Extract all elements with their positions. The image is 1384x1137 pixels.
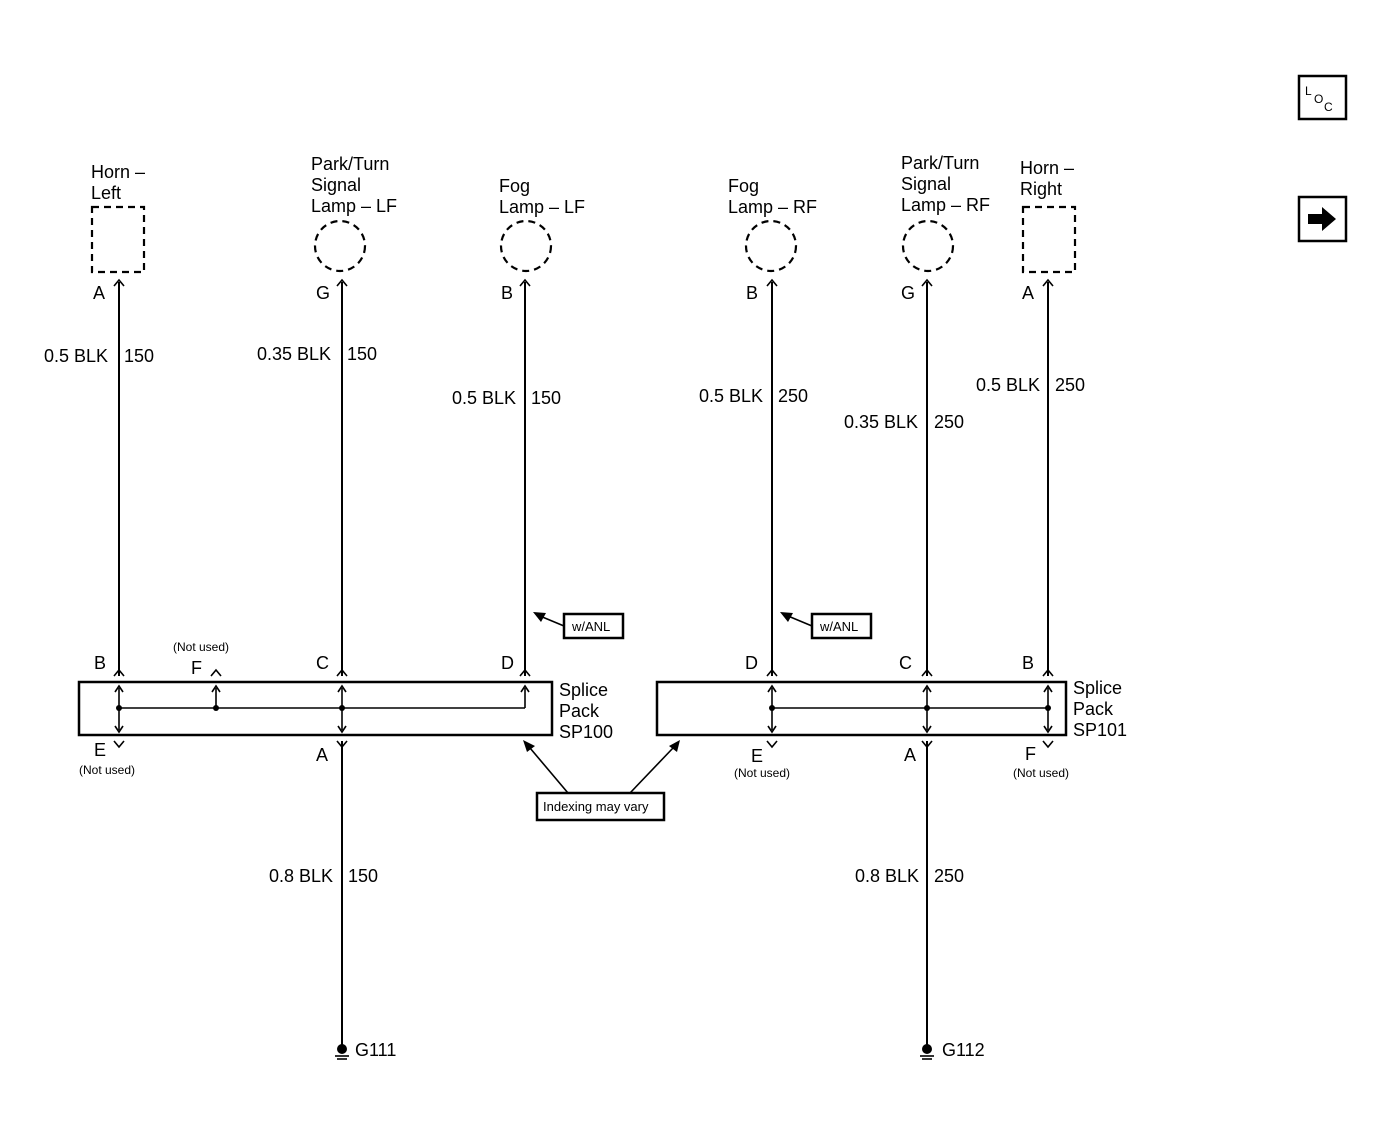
park-turn-lf-lamp-symbol	[313, 219, 367, 273]
sp101-e-not-used: (Not used)	[734, 766, 790, 780]
horn-right-component: Horn – Right A	[1020, 158, 1077, 303]
fog-lf-title-2: Lamp – LF	[499, 197, 585, 217]
horn-right-title-1: Horn –	[1020, 158, 1074, 178]
park-turn-lf-title-3: Lamp – LF	[311, 196, 397, 216]
sp101-title-1: Splice	[1073, 678, 1122, 698]
park-turn-lf-title-2: Signal	[311, 175, 361, 195]
sp101-f-not-used: (Not used)	[1013, 766, 1069, 780]
park-turn-rf-title-3: Lamp – RF	[901, 195, 990, 215]
splice-pack-sp100-body	[77, 680, 554, 737]
sp100-pin-f: F	[191, 658, 202, 678]
sp100-title-3: SP100	[559, 722, 613, 742]
park-turn-lamp-lf-component: Park/Turn Signal Lamp – LF G	[311, 154, 397, 303]
loc-letter-l: L	[1305, 84, 1312, 98]
fog-lf-title-1: Fog	[499, 176, 530, 196]
sp101-pin-d: D	[745, 653, 758, 673]
wire-ground-left-circuit: 150	[348, 866, 378, 886]
wire-park-turn-rf-circuit: 250	[934, 412, 964, 432]
indexing-callout: Indexing may vary	[523, 740, 680, 822]
wire-ground-right-circuit: 250	[934, 866, 964, 886]
splice-pack-sp101-body	[655, 680, 1068, 737]
fog-lamp-lf-component: Fog Lamp – LF B	[499, 176, 585, 303]
wire-park-turn-rf-gauge: 0.35 BLK	[844, 412, 918, 432]
wire-park-turn-lf-circuit: 150	[347, 344, 377, 364]
park-turn-lf-pin: G	[316, 283, 330, 303]
sp100-pin-c: C	[316, 653, 329, 673]
park-turn-lf-title-1: Park/Turn	[311, 154, 389, 174]
park-turn-rf-pin: G	[901, 283, 915, 303]
wire-fog-lf-gauge: 0.5 BLK	[452, 388, 516, 408]
loc-button[interactable]: L O C	[1297, 74, 1348, 121]
loc-letter-c: C	[1324, 100, 1333, 114]
w-anl-right-label: w/ANL	[819, 619, 858, 634]
sp100-pin-d: D	[501, 653, 514, 673]
sp100-pin-a: A	[316, 745, 328, 765]
sp100-title-2: Pack	[559, 701, 600, 721]
sp101-title-3: SP101	[1073, 720, 1127, 740]
sp101-pin-f: F	[1025, 744, 1036, 764]
horn-left-symbol	[90, 205, 146, 274]
horn-left-pin: A	[93, 283, 105, 303]
fog-lf-lamp-symbol	[499, 219, 553, 273]
park-turn-lamp-rf-component: Park/Turn Signal Lamp – RF G	[901, 153, 990, 303]
indexing-label: Indexing may vary	[543, 799, 649, 814]
sp100-pin-e: E	[94, 740, 106, 760]
right-arrow-icon	[1308, 207, 1336, 231]
sp100-f-not-used: (Not used)	[173, 640, 229, 654]
sp100-title-1: Splice	[559, 680, 608, 700]
loc-letter-o: O	[1314, 92, 1323, 106]
ground-g112: G112	[920, 1040, 985, 1060]
fog-rf-lamp-symbol	[744, 219, 798, 273]
wire-horn-right-circuit: 250	[1055, 375, 1085, 395]
fog-lf-pin: B	[501, 283, 513, 303]
ground-g112-label: G112	[942, 1040, 985, 1060]
splice-pack-sp101: Splice Pack SP101 D C B E (Not used) A F…	[655, 653, 1127, 780]
wire-fog-lf-circuit: 150	[531, 388, 561, 408]
wire-horn-left-circuit: 150	[124, 346, 154, 366]
fog-rf-pin: B	[746, 283, 758, 303]
fog-rf-title-1: Fog	[728, 176, 759, 196]
wire-ground-right-gauge: 0.8 BLK	[855, 866, 919, 886]
horn-left-title-1: Horn –	[91, 162, 145, 182]
wire-fog-rf-circuit: 250	[778, 386, 808, 406]
ground-g111-label: G111	[355, 1040, 396, 1060]
horn-right-symbol	[1021, 205, 1077, 274]
sp101-pin-c: C	[899, 653, 912, 673]
fog-rf-title-2: Lamp – RF	[728, 197, 817, 217]
horn-right-title-2: Right	[1020, 179, 1062, 199]
horn-left-component: Horn – Left A	[90, 162, 146, 303]
horn-left-title-2: Left	[91, 183, 121, 203]
park-turn-rf-title-2: Signal	[901, 174, 951, 194]
ground-icon	[337, 1044, 347, 1054]
sp101-pin-b: B	[1022, 653, 1034, 673]
ground-g111: G111	[335, 1040, 396, 1060]
wire-park-turn-lf-gauge: 0.35 BLK	[257, 344, 331, 364]
w-anl-left-label: w/ANL	[571, 619, 610, 634]
w-anl-callout-left: w/ANL	[533, 612, 625, 640]
park-turn-rf-lamp-symbol	[901, 219, 955, 273]
sp101-pin-e: E	[751, 746, 763, 766]
sp100-pin-b: B	[94, 653, 106, 673]
wire-horn-left-gauge: 0.5 BLK	[44, 346, 108, 366]
splice-pack-sp100: Splice Pack SP100 B F (Not used) C D E (…	[77, 640, 613, 777]
sp100-e-not-used: (Not used)	[79, 763, 135, 777]
wire-horn-right-gauge: 0.5 BLK	[976, 375, 1040, 395]
ground-icon	[922, 1044, 932, 1054]
park-turn-rf-title-1: Park/Turn	[901, 153, 979, 173]
fog-lamp-rf-component: Fog Lamp – RF B	[728, 176, 817, 303]
sp101-title-2: Pack	[1073, 699, 1114, 719]
wire-fog-rf-gauge: 0.5 BLK	[699, 386, 763, 406]
w-anl-callout-right: w/ANL	[780, 612, 873, 640]
wire-ground-left-gauge: 0.8 BLK	[269, 866, 333, 886]
sp101-pin-a: A	[904, 745, 916, 765]
horn-right-pin: A	[1022, 283, 1034, 303]
next-page-button[interactable]	[1297, 195, 1348, 243]
